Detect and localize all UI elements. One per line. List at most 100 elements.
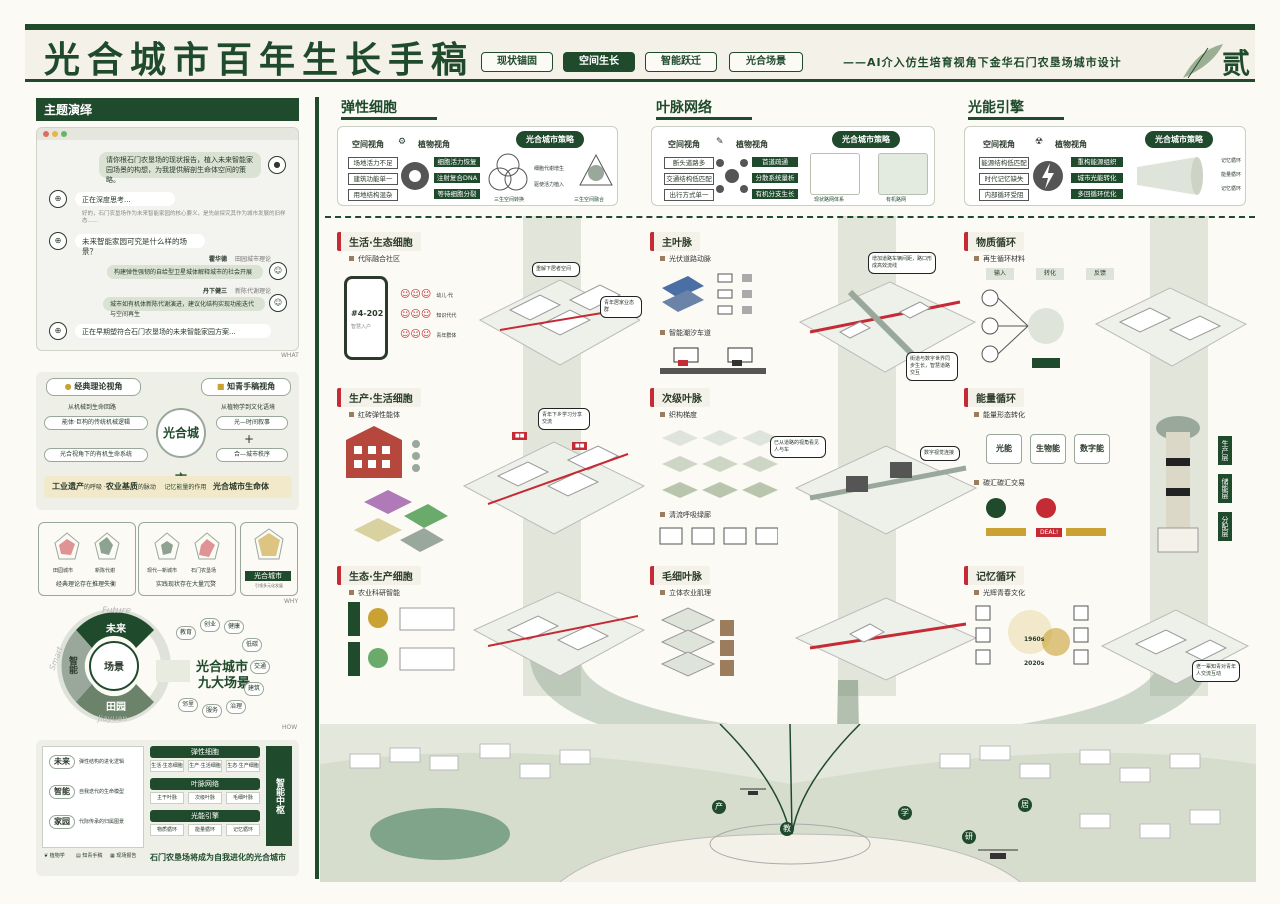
scene-item[interactable]: 邻里 <box>178 698 198 712</box>
sub-tidal-lane: 智能潮汐车道 <box>660 328 711 338</box>
expert-2-name: 丹下健三 <box>203 288 228 295</box>
scene-marker[interactable]: 教 <box>780 822 794 836</box>
scene-item[interactable]: 治理 <box>226 700 246 714</box>
solar-energy-box: 光能 <box>986 434 1022 464</box>
tab-current-status[interactable]: 现状锚固 <box>481 52 553 72</box>
scene-item[interactable]: 服务 <box>202 704 222 718</box>
scene-item[interactable]: 交通 <box>250 660 270 674</box>
drone-icon <box>978 849 1018 859</box>
section-leaf-vein: 叶脉网络 <box>656 97 752 120</box>
memory-illustration <box>975 605 1089 665</box>
scene-marker[interactable]: 产 <box>712 800 726 814</box>
radar-chart-icon <box>154 532 220 560</box>
iso-farm-illustration <box>472 591 646 677</box>
smartphone-illustration: #4-202 智慧入户 <box>344 276 388 360</box>
aerial-city-scene <box>320 724 1256 882</box>
people-icon: ☺☺☺ <box>400 329 432 340</box>
sub-agri-research: 农业科研智能 <box>349 588 400 598</box>
expert-2-avatar: ☺ <box>269 294 287 312</box>
callout-6: 已从道路的视角看见人与车 <box>770 436 826 458</box>
bio-energy-box: 生物能 <box>1030 434 1066 464</box>
expert-2-text: 城市如有机体新陈代谢演进，建议化结构实现功能迭代与空间再生 <box>103 297 265 318</box>
classic-item-1: 能体·巨构的传统机械逻辑 <box>44 416 148 430</box>
keyword-box: 未来 弹性结构的进化逻辑 智能 自我迭代的生命模型 家园 代际传承的归属图景 <box>42 746 144 848</box>
link-icon: ⚙ <box>398 137 407 147</box>
page-title: 光合城市百年生长手稿 <box>44 39 475 81</box>
iso-factory-illustration <box>462 441 646 535</box>
category-main-vein: 主叶脉 <box>650 232 700 251</box>
what-label: WHAT <box>281 352 299 359</box>
callout-2: 青年居家业态群 <box>600 296 642 318</box>
smart-hub: 智能中枢 <box>266 746 292 846</box>
source-report: ▦ 现场报告 <box>110 853 137 859</box>
plus-sign: + <box>244 432 255 446</box>
sub-solar-road: 光伏道路动脉 <box>660 254 711 264</box>
main-divider <box>315 97 319 879</box>
classic-theory-head: ● 经典理论视角 <box>46 378 141 396</box>
chat-window: 请你根石门农垦场的现状报告，植入未来智能家园场景的构想，为我提供解剖生命体空间的… <box>36 127 299 351</box>
how-label: HOW <box>282 724 298 731</box>
venn-icon <box>488 153 528 191</box>
category-energy-cycle: 能量循环 <box>964 388 1024 407</box>
source-botany: ❦ 植物学 <box>44 853 65 859</box>
energy-tower <box>1156 416 1200 553</box>
youth-manuscript-head: ■ 知青手稿视角 <box>201 378 291 396</box>
minimize-dot-icon[interactable] <box>52 131 58 137</box>
category-material-cycle: 物质循环 <box>964 232 1024 251</box>
tab-smart-leap[interactable]: 智能跃迁 <box>645 52 717 72</box>
scene-item[interactable]: 教育 <box>176 626 196 640</box>
iso-material-illustration <box>1094 287 1248 367</box>
home-label: 田园 <box>106 702 126 713</box>
ai-reply: 好的，石门农垦场作为未来智能家园的核心要义，是先前探究其作为城市发展的旧样态…… <box>82 211 286 224</box>
strategy-card-2: 光合城市策略 空间视角 ✎ 植物视角 断头道路多 交通结构低匹配 出行方式单一 … <box>651 126 935 206</box>
ai-avatar-icon: ⊕ <box>49 322 67 340</box>
generation-row-2: ☺☺☺ 知识代代 <box>400 309 457 320</box>
bulb-icon: ● <box>64 382 72 391</box>
expert-1-text: 构建弹性强韧的自给型卫星城体解释城市的社会开展 <box>107 265 263 279</box>
category-prod-life-cell: 生产·生活细胞 <box>337 388 421 407</box>
strategy-card-3: 光合城市策略 空间视角 ☢ 植物视角 能源结构低匹配 时代记忆缺失 内部循环受阻… <box>964 126 1246 206</box>
scene-marker[interactable]: 居 <box>1018 798 1032 812</box>
modular-rooms-illustration <box>354 490 448 552</box>
scene-marker[interactable]: 研 <box>962 830 976 844</box>
callout-8: 老一辈知青对青年人交流互动 <box>1192 660 1240 682</box>
scene-item[interactable]: 建筑 <box>244 682 264 696</box>
agri-research-illustration <box>348 602 455 676</box>
scene-item[interactable]: 创业 <box>200 618 220 632</box>
sub-red-brick: 红砖弹性能体 <box>349 410 400 420</box>
callout-4: 街道与数字世界同步生长，智慧道路交互 <box>906 352 958 381</box>
red-brick-building <box>346 426 420 478</box>
smart-label: 智能 <box>67 656 77 674</box>
sub-carbon-trade: 碳汇碳汇交易 <box>974 478 1025 488</box>
youth-sub: 从植物学到文化语境 <box>221 404 276 411</box>
generation-row-3: ☺☺☺ 青年群体 <box>400 329 457 340</box>
close-dot-icon[interactable] <box>43 131 49 137</box>
scene-marker[interactable]: 学 <box>898 806 912 820</box>
tab-spatial-growth[interactable]: 空间生长 <box>563 52 635 72</box>
chapter-badge: 贰 <box>1222 47 1251 80</box>
callout-3: 增加道路车辆间距，路口形成高效流线 <box>868 252 936 274</box>
leaf-icon <box>1183 44 1223 79</box>
sub-texture-gradient: 织构梯度 <box>660 410 697 420</box>
scene-item[interactable]: 健康 <box>224 620 244 634</box>
layer-production: 生产层 <box>1218 436 1232 465</box>
user-avatar-icon: ● <box>268 156 286 174</box>
road-network-diagram <box>810 153 860 195</box>
sub-intergen-community: 代际融合社区 <box>349 254 400 264</box>
tab-photosynthesis-scene[interactable]: 光合场景 <box>729 52 803 72</box>
drone-icon <box>740 788 766 795</box>
callout-7: 数字视觉连接 <box>920 446 960 461</box>
red-label: ■■ <box>572 442 588 450</box>
sub-energy-transform: 能量形态转化 <box>974 410 1025 420</box>
lightning-icon <box>1033 161 1063 191</box>
generating-status: 正在早期塑符合石门农垦场的未来智能家园方案... <box>75 324 271 338</box>
scene-item[interactable]: 低碳 <box>242 638 262 652</box>
year-2020s: 2020s <box>1024 660 1045 667</box>
theme-heading: 主题演绎 <box>36 98 299 121</box>
chat-titlebar <box>37 128 298 140</box>
red-label: ■■ <box>512 432 528 440</box>
maximize-dot-icon[interactable] <box>61 131 67 137</box>
expert-1-tag: 田园城市理论 <box>235 256 272 263</box>
leaf-icon: ❦ <box>44 853 49 859</box>
flow-feedback: 反馈 <box>1086 268 1114 280</box>
